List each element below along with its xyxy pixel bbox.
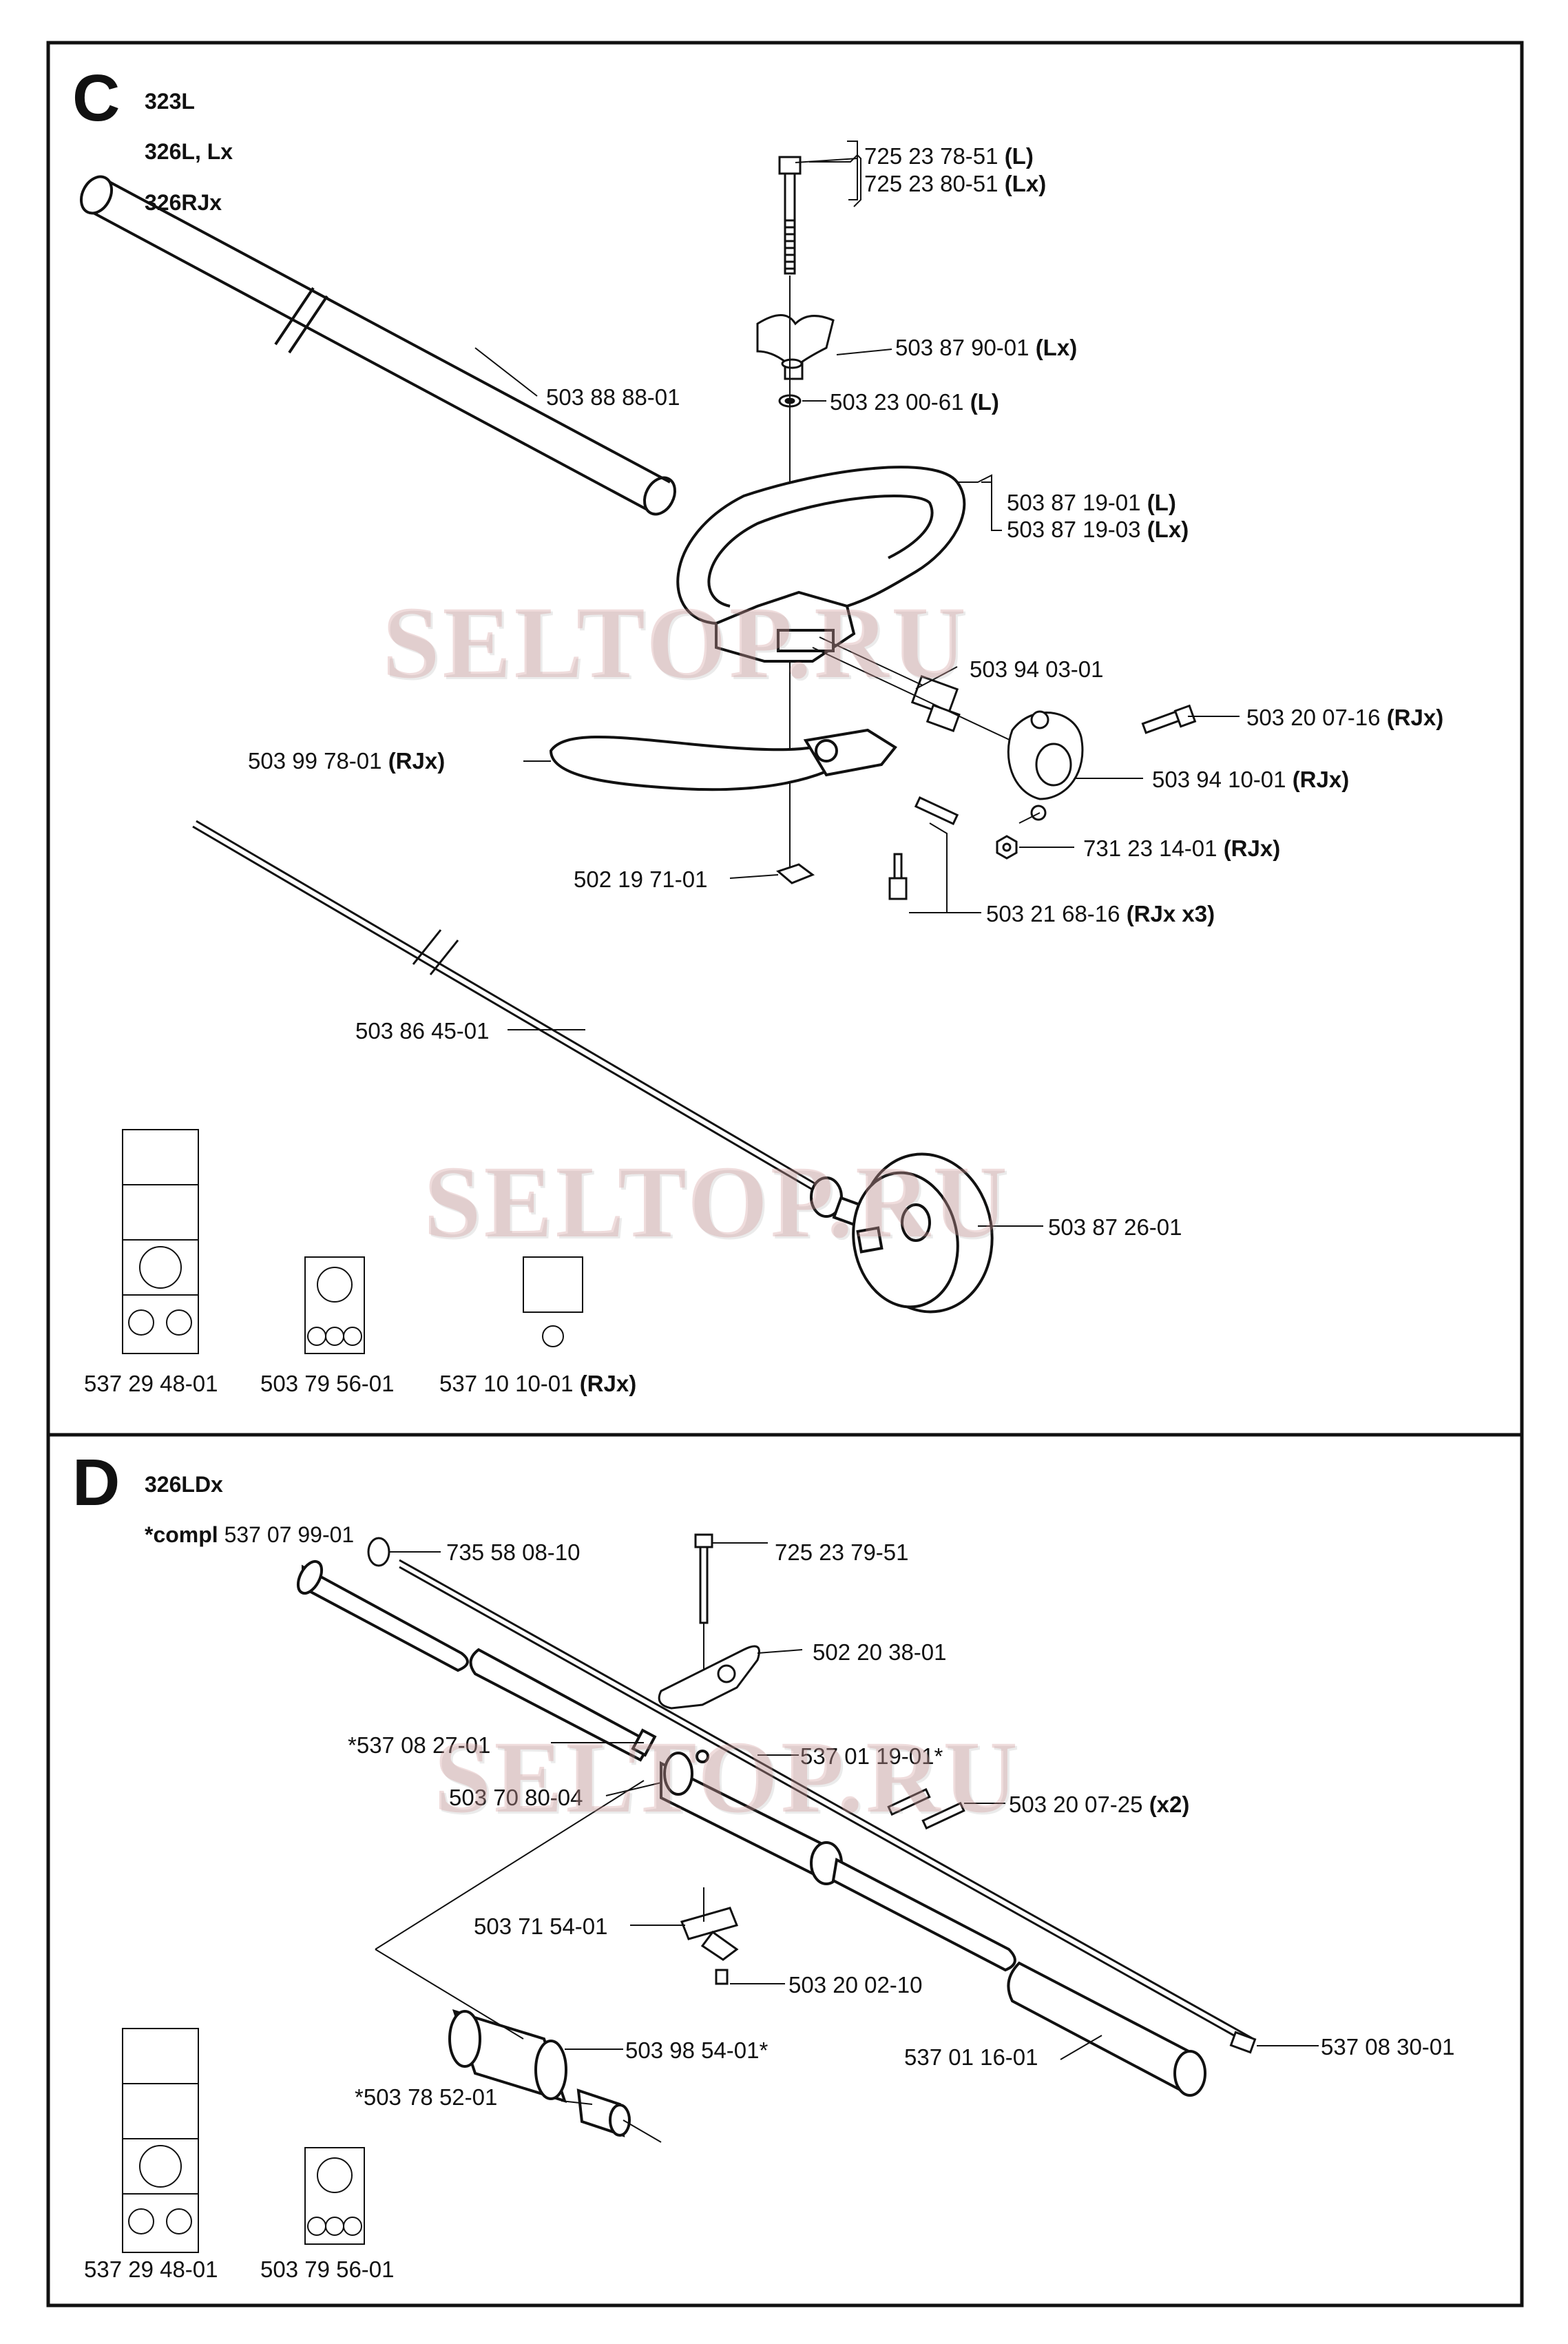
section-c-letter: C (72, 61, 121, 135)
page-frame (46, 41, 1524, 2307)
clutch-drum-c (810, 1152, 994, 1314)
coupling-d (660, 1750, 843, 1885)
shaft-tube-c (79, 175, 677, 516)
drive-shaft-c (192, 820, 820, 1193)
section-c-models: 323L 326L, Lx 326RJx (145, 63, 233, 241)
part-label[interactable]: *503 78 52-01 (355, 2084, 498, 2110)
clamp-block-c (812, 636, 1034, 751)
part-label[interactable]: 503 20 02-10 (788, 1972, 923, 1998)
part-label[interactable]: 502 19 71-01 (574, 867, 708, 892)
watermark: SELTOP.RU (434, 1720, 1021, 1834)
part-label[interactable]: 503 87 26-01 (1048, 1214, 1182, 1240)
part-label[interactable]: 725 23 78-51 (L) (864, 143, 1034, 169)
tube-lower-d (831, 1857, 1206, 2097)
part-label[interactable]: 503 87 90-01 (Lx) (895, 335, 1078, 360)
part-label[interactable]: 537 01 16-01 (904, 2044, 1038, 2070)
part-label[interactable]: 503 98 54-01* (625, 2037, 769, 2063)
loop-handle-c (676, 466, 966, 663)
part-label[interactable]: 503 23 00-61 (L) (830, 389, 999, 415)
compl-line: *compl 537 07 99-01 (145, 1522, 354, 1548)
screw-c (1141, 704, 1197, 734)
part-label[interactable]: 503 86 45-01 (355, 1018, 490, 1044)
watermark: SELTOP.RU (424, 1145, 1010, 1259)
part-label[interactable]: 503 21 68-16 (RJx x3) (986, 901, 1215, 926)
part-label[interactable]: 502 20 38-01 (813, 1639, 947, 1665)
part-label[interactable]: 537 08 30-01 (1321, 2034, 1455, 2060)
part-label[interactable]: 537 01 19-01* (800, 1743, 943, 1769)
decal-label[interactable]: 537 10 10-01 (RJx) (439, 1371, 637, 1396)
leader-lines-c (474, 141, 1240, 1227)
decal-label[interactable]: 537 29 48-01 (84, 1371, 218, 1396)
screws-d (887, 1787, 965, 1830)
washer-d (367, 1537, 390, 1567)
part-label[interactable]: *537 08 27-01 (348, 1732, 491, 1758)
wing-knob-c (756, 314, 835, 380)
part-label[interactable]: 503 20 07-16 (RJx) (1246, 705, 1444, 730)
part-label[interactable]: 731 23 14-01 (RJx) (1083, 836, 1281, 861)
model-label: 323L (145, 88, 195, 114)
decals-c (122, 1129, 583, 1354)
drive-shaft-d (399, 1559, 1254, 2046)
end-fitting-d (1229, 2031, 1257, 2054)
part-label[interactable]: 503 87 19-03 (Lx) (1007, 517, 1189, 542)
bracket-c (1007, 710, 1084, 821)
part-label[interactable]: 725 23 79-51 (775, 1539, 909, 1565)
part-label[interactable]: 503 99 78-01 (RJx) (248, 748, 446, 774)
watermark: SELTOP.RU (382, 585, 969, 700)
bracket-d (680, 1887, 739, 1985)
part-label[interactable]: 503 94 10-01 (RJx) (1152, 767, 1350, 792)
square-nut-c (776, 863, 815, 884)
nut-c (996, 812, 1041, 860)
rear-handle-c (549, 728, 897, 791)
bolt-c (778, 156, 802, 275)
model-label: 326LDx (145, 1471, 223, 1497)
leader-lines-d (375, 1542, 1319, 2105)
decal-label[interactable]: 503 79 56-01 (260, 2257, 395, 2282)
wing-knob-d (658, 1645, 760, 1710)
section-d-letter: D (72, 1446, 121, 1520)
part-label[interactable]: 503 87 19-01 (L) (1007, 490, 1176, 515)
part-label[interactable]: 503 20 07-25 (x2) (1009, 1792, 1190, 1817)
part-label[interactable]: 503 88 88-01 (546, 384, 680, 410)
bearing-sleeve-d (448, 2009, 662, 2143)
screws-c (888, 796, 959, 900)
part-label[interactable]: 735 58 08-10 (446, 1539, 581, 1565)
model-label: 326L, Lx (145, 139, 233, 165)
part-label[interactable]: 503 94 03-01 (970, 656, 1104, 682)
part-label[interactable]: 503 71 54-01 (474, 1913, 608, 1939)
tube-upper-d (296, 1559, 469, 1672)
compl-label: *compl (145, 1522, 218, 1548)
section-d-model: 326LDx *compl 537 07 99-01 (145, 1446, 354, 1573)
model-label: 326RJx (145, 189, 222, 215)
part-label[interactable]: 503 70 80-04 (449, 1785, 583, 1810)
decals-d (122, 2028, 365, 2253)
compl-number: 537 07 99-01 (224, 1522, 355, 1548)
decal-label[interactable]: 503 79 56-01 (260, 1371, 395, 1396)
decal-label[interactable]: 537 29 48-01 (84, 2257, 218, 2282)
part-label[interactable]: 725 23 80-51 (Lx) (864, 171, 1047, 196)
